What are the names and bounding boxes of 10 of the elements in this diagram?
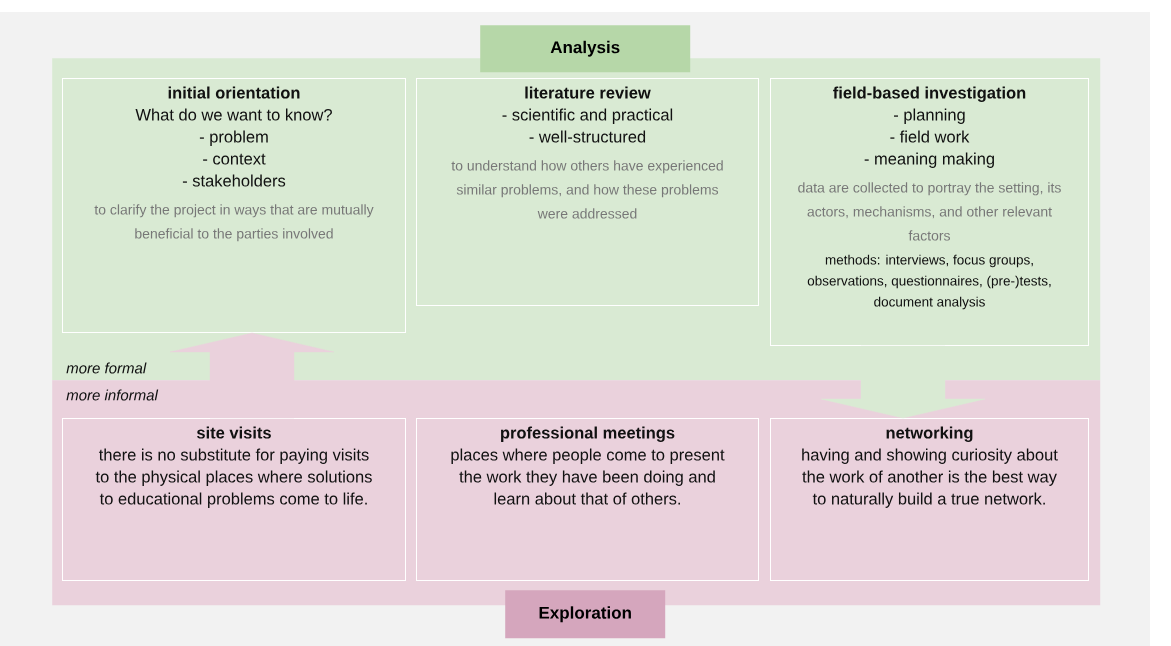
node-label: Analysis bbox=[550, 40, 620, 57]
side-label: more informal bbox=[66, 389, 159, 401]
text-box: site visits there is no substitute for paying visits to the physical places where solutions to educational problems come to life. bbox=[62, 418, 406, 581]
text-box: networking having and showing curiosity about the work of another is the best way to naturally build a true network. bbox=[770, 418, 1089, 581]
text-box: literature review - scientific and practical - well-structured to understand how others have experienced similar problems, and how these problems were addressed bbox=[416, 78, 759, 306]
side-label: more formal bbox=[66, 362, 147, 374]
text-box: professional meetings places where people come to present the work they have been doing and learn about that of others. bbox=[416, 418, 759, 581]
node-label: Exploration bbox=[539, 606, 631, 623]
text-box: initial orientation What do we want to know? - problem - context - stakeholders to clarify the project in ways that are mutually beneficial to the parties involved bbox=[62, 78, 406, 333]
text-box: field-based investigation - planning - field work - meaning making data are collected to portray the setting, its actors, mechanisms, and other relevant factors methods: interviews, focus groups, observations, questionnaires, (pre-)tests, document analysis bbox=[770, 78, 1089, 346]
